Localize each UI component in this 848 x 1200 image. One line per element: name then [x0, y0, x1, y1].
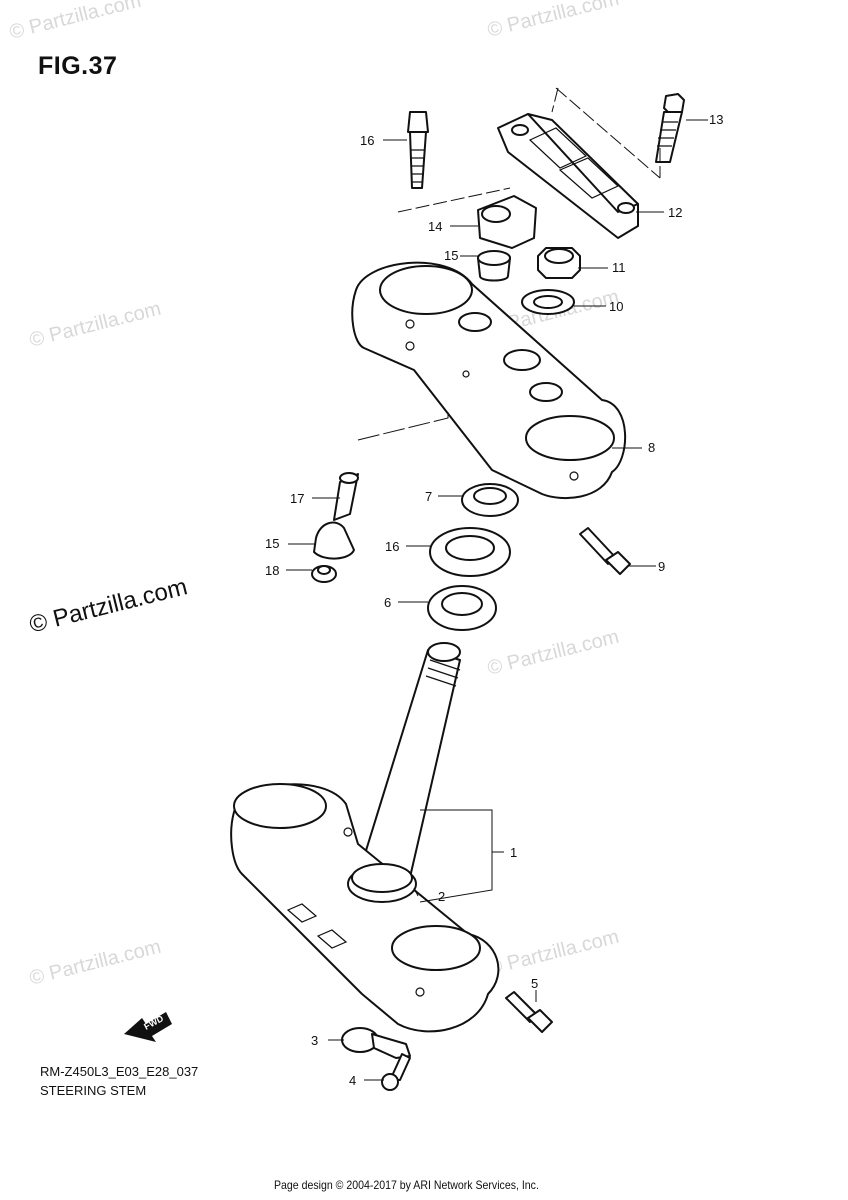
callout-3: 3: [311, 1033, 318, 1048]
part-3-clamp[interactable]: [341, 1027, 411, 1059]
part-11-steering-nut[interactable]: [537, 247, 581, 279]
part-9-bolt[interactable]: [579, 527, 631, 575]
part-16-dust-seal[interactable]: [429, 527, 511, 577]
callout-6: 6: [384, 595, 391, 610]
part-5-bolt[interactable]: [505, 991, 553, 1033]
figure-title: FIG.37: [38, 52, 118, 80]
part-13-bolt[interactable]: [655, 93, 685, 163]
leader-lines: [286, 119, 708, 1081]
callout-4: 4: [349, 1073, 356, 1088]
callout-12: 12: [668, 205, 682, 220]
callout-11: 11: [612, 260, 626, 275]
callout-9: 9: [658, 559, 665, 574]
part-6-bearing[interactable]: [427, 585, 497, 631]
callout-10: 10: [609, 299, 623, 314]
callout-13: 13: [709, 112, 723, 127]
callout-17: 16: [360, 133, 374, 148]
part-14-handlebar-holder[interactable]: [477, 195, 537, 249]
part-19-collar[interactable]: [311, 565, 337, 583]
callout-16: 16: [385, 539, 399, 554]
callout-14: 14: [428, 219, 442, 234]
callout-2: 2: [438, 889, 445, 904]
diagram-code: RM-Z450L3_E03_E28_037: [40, 1064, 199, 1079]
callout-19: 18: [265, 563, 279, 578]
callout-5: 5: [531, 976, 538, 991]
callout-15b: 15: [265, 536, 279, 551]
diagram-name: STEERING STEM: [40, 1083, 147, 1098]
part-1-steering-stem[interactable]: [359, 642, 461, 887]
callout-7: 7: [425, 489, 432, 504]
part-7-ring-nut[interactable]: [461, 483, 519, 517]
part-12-handlebar-clamp[interactable]: [497, 113, 639, 239]
guide-lines: [357, 87, 661, 903]
part-17-bolt[interactable]: [407, 111, 429, 189]
part-10-washer[interactable]: [521, 289, 575, 315]
callout-1: 1: [510, 845, 517, 860]
callout-15a: 15: [444, 248, 458, 263]
part-4-screw[interactable]: [381, 1053, 411, 1091]
lower-bracket[interactable]: [230, 783, 500, 1033]
fwd-arrow-icon: FWD: [124, 1012, 172, 1042]
page-credit: Page design © 2004-2017 by ARI Network S…: [274, 1178, 539, 1192]
part-18-spacer[interactable]: [333, 472, 359, 521]
callout-labels: 13 12 16 14 15 11 10 8 7 17 15 16 18 9 6…: [265, 112, 723, 1088]
part-15-cushion-upper[interactable]: [477, 250, 511, 282]
part-15-cushion-lower[interactable]: [313, 521, 355, 560]
callout-18: 17: [290, 491, 304, 506]
part-8-upper-bracket[interactable]: [351, 261, 627, 500]
callout-8: 8: [648, 440, 655, 455]
part-2-lower-bearing[interactable]: [347, 863, 417, 903]
